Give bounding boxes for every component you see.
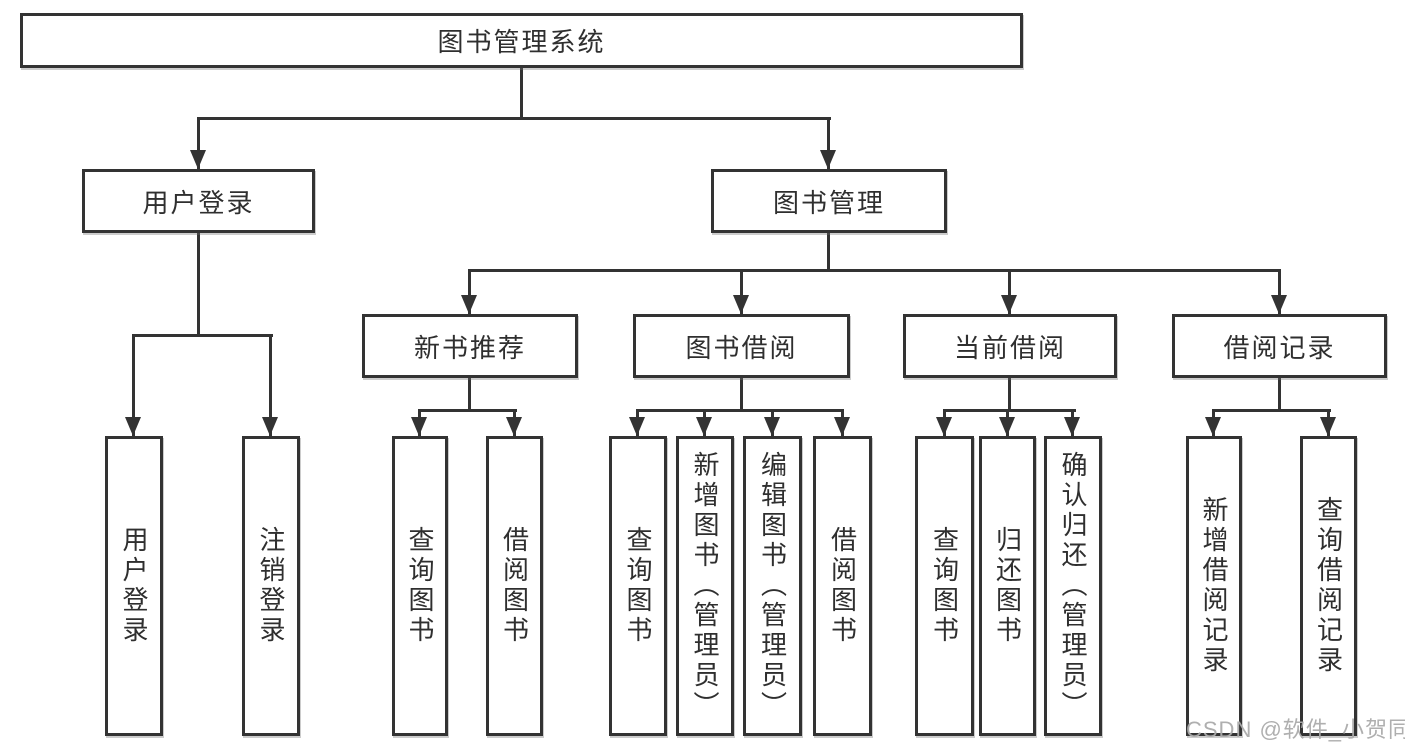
leaf-user-login-label: 用户登录 — [119, 526, 149, 646]
arrowhead-down-icon — [1205, 417, 1221, 436]
leaf-logout: 注销登录 — [242, 436, 300, 736]
arrowhead-down-icon — [125, 417, 141, 436]
arrowhead-down-icon — [1001, 295, 1017, 314]
arrowhead-down-icon — [1271, 295, 1287, 314]
connector-drop-book-management — [827, 117, 830, 169]
leaf-borrow-books-label: 借阅图书 — [827, 526, 858, 646]
node-new-book-recommend: 新书推荐 — [362, 314, 578, 378]
node-book-borrow-label: 图书借阅 — [685, 332, 798, 363]
node-borrow-records-label: 借阅记录 — [1223, 332, 1336, 363]
leaf-query-borrow-record-label: 查询借阅记录 — [1313, 496, 1344, 676]
leaf-return-book-label: 归还图书 — [992, 526, 1023, 646]
leaf-user-login: 用户登录 — [105, 436, 163, 736]
leaf-borrow-books: 借阅图书 — [813, 436, 872, 736]
leaf-confirm-return-admin: 确认归还（管理员） — [1044, 436, 1102, 736]
arrowhead-down-icon — [1064, 417, 1080, 436]
connector-drop-current-borrow — [1008, 269, 1011, 314]
leaf-edit-book-admin-label: 编辑图书（管理员） — [757, 451, 788, 721]
connector-book-borrow-stem — [740, 378, 743, 412]
leaf-add-book-admin: 新增图书（管理员） — [676, 436, 734, 736]
arrowhead-down-icon — [1320, 417, 1336, 436]
leaf-borrow-books-recommend: 借阅图书 — [486, 436, 543, 736]
arrowhead-down-icon — [262, 417, 278, 436]
node-user-login-label: 用户登录 — [142, 187, 255, 218]
connector-current-borrow-horizontal — [943, 409, 1076, 412]
connector-borrow-records-horizontal — [1212, 409, 1331, 412]
connector-level1-horizontal — [197, 117, 831, 120]
connector-drop-new-book-recommend — [468, 269, 471, 314]
leaf-query-books-borrow: 查询图书 — [609, 436, 667, 736]
leaf-confirm-return-admin-label: 确认归还（管理员） — [1058, 451, 1088, 721]
connector-user-login-horizontal — [132, 334, 273, 337]
node-book-management: 图书管理 — [711, 169, 947, 233]
arrowhead-down-icon — [411, 417, 427, 436]
connector-current-borrow-stem — [1008, 378, 1011, 412]
arrowhead-down-icon — [999, 417, 1015, 436]
arrowhead-down-icon — [834, 417, 850, 436]
leaf-return-book: 归还图书 — [979, 436, 1036, 736]
node-user-login: 用户登录 — [82, 169, 315, 233]
node-current-borrow: 当前借阅 — [903, 314, 1117, 378]
arrowhead-down-icon — [820, 150, 836, 169]
arrowhead-down-icon — [461, 295, 477, 314]
node-book-management-label: 图书管理 — [772, 187, 885, 218]
leaf-add-book-admin-label: 新增图书（管理员） — [690, 451, 720, 721]
arrowhead-down-icon — [696, 417, 712, 436]
connector-drop-book-borrow — [740, 269, 743, 314]
leaf-query-books-borrow-label: 查询图书 — [623, 526, 653, 646]
connector-level3-horizontal — [468, 269, 1281, 272]
node-root-label: 图书管理系统 — [437, 27, 606, 57]
connector-drop-user-login — [197, 117, 200, 169]
connector-book-management-stem — [827, 233, 830, 272]
leaf-edit-book-admin: 编辑图书（管理员） — [743, 436, 802, 736]
arrowhead-down-icon — [506, 417, 522, 436]
connector-recommend-stem — [468, 378, 471, 412]
connector-drop-leaf-logout — [269, 334, 272, 436]
connector-root-stem — [520, 68, 523, 119]
leaf-add-borrow-record: 新增借阅记录 — [1186, 436, 1242, 736]
node-current-borrow-label: 当前借阅 — [953, 332, 1066, 363]
connector-user-login-stem — [197, 233, 200, 335]
leaf-logout-label: 注销登录 — [256, 526, 286, 646]
arrowhead-down-icon — [629, 417, 645, 436]
node-borrow-records: 借阅记录 — [1172, 314, 1387, 378]
leaf-query-books-recommend: 查询图书 — [392, 436, 448, 736]
csdn-watermark: CSDN @软件_小贺同学 — [1186, 717, 1405, 742]
node-new-book-recommend-label: 新书推荐 — [413, 332, 526, 363]
connector-recommend-horizontal — [418, 409, 517, 412]
leaf-query-borrow-record: 查询借阅记录 — [1300, 436, 1357, 736]
node-book-borrow: 图书借阅 — [633, 314, 850, 378]
leaf-add-borrow-record-label: 新增借阅记录 — [1199, 496, 1229, 676]
arrowhead-down-icon — [190, 150, 206, 169]
connector-drop-leaf-user-login — [132, 334, 135, 436]
arrowhead-down-icon — [764, 417, 780, 436]
node-root-system: 图书管理系统 — [20, 13, 1023, 68]
leaf-query-books-current: 查询图书 — [915, 436, 974, 736]
leaf-borrow-books-recommend-label: 借阅图书 — [499, 526, 530, 646]
leaf-query-books-recommend-label: 查询图书 — [405, 526, 435, 646]
connector-book-borrow-horizontal — [636, 409, 844, 412]
leaf-query-books-current-label: 查询图书 — [929, 526, 960, 646]
arrowhead-down-icon — [936, 417, 952, 436]
arrowhead-down-icon — [733, 295, 749, 314]
connector-drop-borrow-records — [1278, 269, 1281, 314]
connector-borrow-records-stem — [1278, 378, 1281, 412]
